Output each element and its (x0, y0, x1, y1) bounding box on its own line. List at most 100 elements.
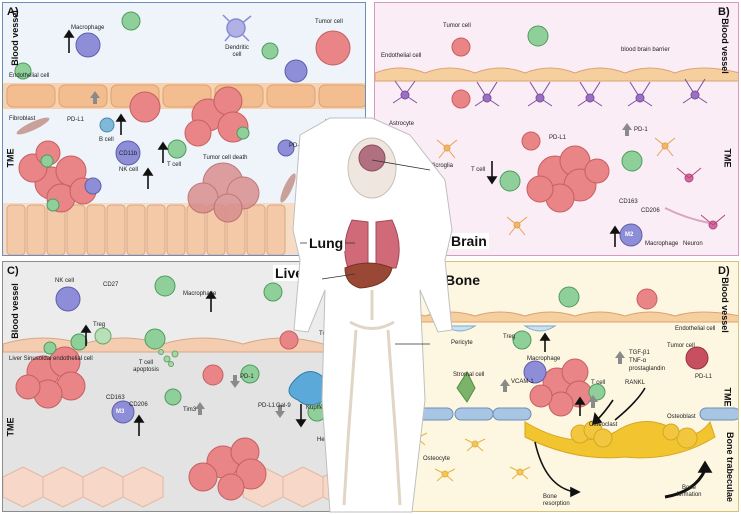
cd163-label: CD163 (106, 395, 125, 401)
t-cell-label: T cell (167, 162, 182, 168)
gal-9-label: Gal-9 (276, 403, 291, 409)
t-cell-label: T cell (471, 167, 486, 173)
t-cell-label: T cell (327, 421, 342, 427)
panel-bone: D) Bone Blood vessel TME Bone trabeculae… (374, 261, 739, 512)
organ-label-brain: Brain (449, 233, 489, 249)
b-cell (99, 117, 115, 133)
osteoclast-label: Osteoclast (589, 422, 618, 428)
t-cells (512, 286, 606, 401)
tumor-cell-label: Tumor cell (443, 23, 471, 29)
endothelial-cell-label: Endothelial cell (9, 73, 50, 79)
osteocyte-label: Osteocyte (423, 456, 451, 462)
tim3-label: Tim3 (325, 120, 339, 126)
neuron-cells (664, 167, 726, 230)
fibroblast-cell (391, 380, 423, 392)
panel-b-label: B) (718, 6, 730, 18)
t-cell-label: T cell (591, 380, 606, 386)
panel-lung: A) Blood vessel TME Macrophage Dendritic… (2, 2, 366, 256)
lsec-label: Liver Sinusoidal endothelial cell (9, 356, 93, 362)
treg-label: Treg (503, 334, 516, 340)
nk-cell-label: NK cell (119, 167, 139, 173)
endothelial-layer (375, 311, 738, 323)
osteoblast-cells (662, 423, 698, 449)
t-cells (499, 25, 643, 192)
fibroblast-label: Fibroblast (9, 116, 36, 122)
rankl-label: RANKL (625, 380, 646, 386)
cd206-label: CD206 (129, 402, 148, 408)
tme-side-label: TME (5, 417, 16, 437)
macrophage-label: Macrophage (645, 241, 679, 247)
endothelial-layer (3, 83, 365, 109)
tumor-cluster (451, 37, 610, 213)
t-cell-apoptosis-label: T cell apoptosis (133, 360, 159, 373)
kupffer-cell (288, 371, 344, 406)
tim3-label: Tim3 (183, 407, 197, 413)
cd27-label: CD27 (103, 282, 119, 288)
bone-resorption-label: Bone resorption (543, 494, 570, 507)
dendritic-cell (222, 14, 252, 42)
panel-b-illustration (375, 25, 738, 247)
epithelium-layer (3, 203, 303, 255)
panel-d-label: D) (718, 265, 730, 277)
tme-side-label: TME (722, 148, 733, 168)
grey-arrows (195, 375, 285, 418)
panel-liver: C) Blood vessel TME NK cell CD27 Macroph… (2, 261, 366, 512)
tumor-cell-label: Tumor cell (319, 331, 347, 337)
cd11b-label: CD11b (119, 151, 138, 157)
organ-label-lung: Lung (307, 235, 346, 251)
macrophage-label: Macrophage (527, 356, 561, 362)
organ-label-liver: Liver (273, 265, 311, 281)
hepatocyte-layer (3, 466, 364, 508)
tumor-cluster (529, 288, 658, 417)
pericyte-cells (443, 325, 557, 332)
tumor-cell-label: Tumor cell (667, 343, 695, 349)
blood-vessel-side-label: Blood vessel (9, 10, 20, 66)
pd-1-label: PD-1 (240, 374, 254, 380)
blood-brain-barrier-label: blood brain barrier (621, 47, 670, 53)
tgf-beta1-label: TGF-β1 (629, 350, 650, 356)
endothelial-layer (375, 67, 738, 82)
pd-l1-label: PD-L1 (549, 135, 567, 141)
grey-arrows (500, 351, 625, 408)
neuron-label: Neuron (683, 241, 703, 247)
m3-macrophage (111, 400, 135, 424)
apoptosis-fragments (158, 349, 179, 367)
bone-formation-label: Bone formation (676, 485, 702, 498)
m3-label: M3 (116, 409, 125, 415)
endothelial-cell-label: Endothelial cell (381, 53, 422, 59)
dendritic-cell-label: Dendritic cell (225, 45, 249, 58)
organ-label-bone: Bone (445, 272, 480, 288)
vcam-1-label: VCAM-1 (511, 379, 534, 385)
treg-label: Treg (93, 322, 106, 328)
pd-1-label: PD-1 (289, 143, 303, 149)
panel-a-label: A) (7, 6, 19, 18)
pd-l1-label: PD-L1 (67, 117, 85, 123)
tumor-cluster (15, 330, 299, 501)
pd-l1-label: PD-L1 (695, 374, 713, 380)
arrows (486, 161, 621, 247)
macrophage-label: Macrophage (71, 25, 105, 31)
osteoblast-label: Osteoblast (667, 414, 696, 420)
fibroblast-label: Fibroblast (393, 372, 420, 378)
macrophage-label: Macrophage (183, 291, 217, 297)
cd206-label: CD206 (641, 208, 660, 214)
pd-l1-label: PD-L1 (258, 403, 276, 409)
tumor-cell-label: Tumor cell (315, 19, 343, 25)
osteoclast-cell (570, 420, 613, 448)
m2-macrophage (619, 223, 643, 247)
tumor-cluster (18, 30, 351, 213)
astrocyte-cells (392, 78, 708, 107)
tumor-cell-death-label: Tumor cell death (203, 155, 248, 161)
macrophage-cell (523, 360, 547, 384)
cd163-label: CD163 (619, 199, 638, 205)
panel-c-label: C) (7, 265, 19, 277)
blood-vessel-side-label: Blood vessel (719, 18, 730, 74)
b-cell-label: B cell (99, 137, 114, 143)
fibroblast-cell (16, 117, 50, 135)
tnf-alpha-label: TNF-α (629, 358, 647, 364)
osteocyte-cells (384, 432, 531, 482)
tumor-cell-bone (685, 346, 709, 370)
bone-trabeculae-side-label: Bone trabeculae (725, 431, 736, 503)
astrocyte-label: Astrocyte (389, 121, 415, 127)
stromal-cell (456, 370, 476, 403)
